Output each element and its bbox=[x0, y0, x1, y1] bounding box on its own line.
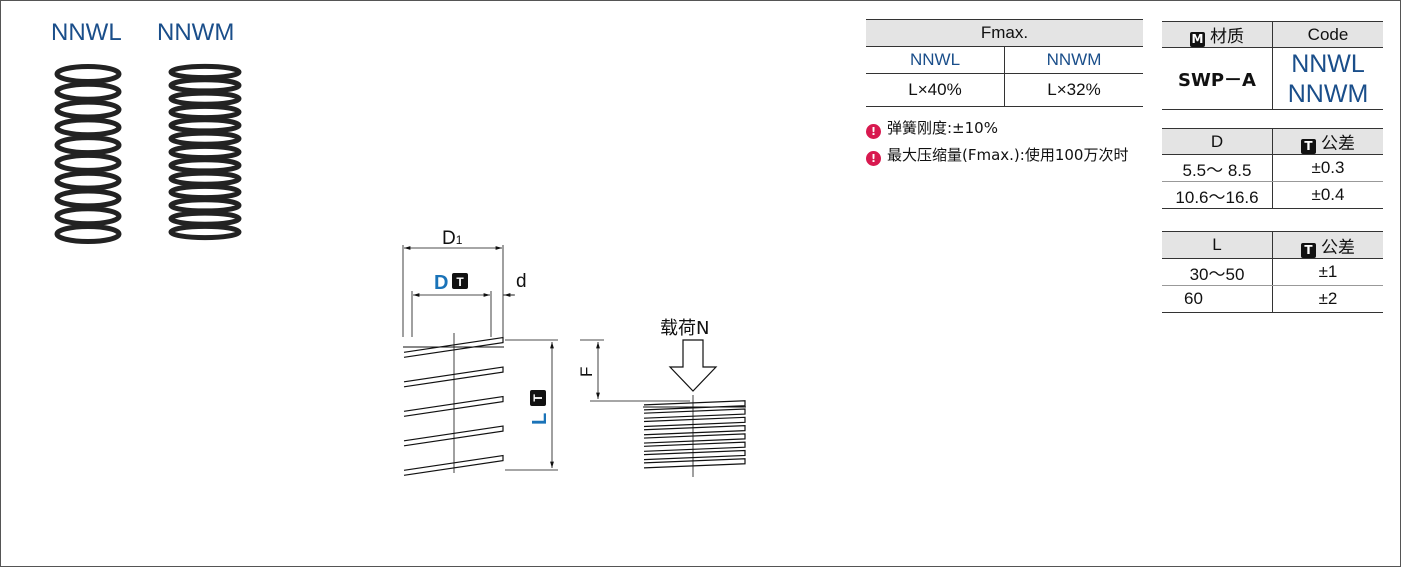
spring-coil bbox=[168, 77, 242, 94]
spring-coil bbox=[54, 206, 122, 227]
tolerance-t-icon bbox=[452, 273, 468, 289]
warning-icon: ! bbox=[866, 151, 881, 166]
tolerance-t-icon: T bbox=[1301, 139, 1316, 154]
compressed-spring-section bbox=[643, 400, 746, 469]
spring-coil bbox=[643, 449, 746, 461]
fmax-col-nnwm: NNWM bbox=[1004, 46, 1143, 74]
spring-coil bbox=[168, 117, 242, 134]
spring-coil bbox=[168, 210, 242, 227]
spring-coil bbox=[643, 416, 746, 428]
spring-coil bbox=[168, 170, 242, 187]
spring-coil bbox=[643, 400, 746, 411]
fmax-value-nnwl: L×40% bbox=[866, 73, 1005, 107]
spring-coil bbox=[643, 408, 746, 419]
spring-coil bbox=[643, 424, 746, 436]
spring-coil bbox=[54, 117, 122, 138]
note-max-compression: !最大压缩量(Fmax.):使用100万次时 bbox=[866, 144, 1128, 166]
wire-diameter-label: d bbox=[516, 271, 527, 292]
spring-coil bbox=[403, 425, 504, 447]
spring-coil bbox=[168, 197, 242, 214]
spring-coil bbox=[643, 433, 746, 444]
free-spring-section bbox=[403, 336, 504, 476]
d-label: D bbox=[434, 272, 448, 294]
spring-coil bbox=[168, 90, 242, 107]
spring-coil bbox=[54, 135, 122, 156]
spring-coil bbox=[168, 130, 242, 147]
deflection-label: F bbox=[577, 367, 596, 377]
fmax-value-nnwm: L×32% bbox=[1047, 80, 1101, 99]
tolerance-t-icon: T bbox=[1301, 242, 1316, 258]
spring-coil bbox=[54, 64, 122, 84]
spring-coil bbox=[643, 441, 746, 452]
spring-coil bbox=[54, 224, 122, 244]
note-spring-rate: !弹簧刚度:±10% bbox=[866, 117, 998, 139]
spring-photos bbox=[54, 63, 242, 244]
l-range-2: 60 bbox=[1162, 285, 1273, 313]
spring-coil bbox=[168, 183, 242, 201]
fmax-table: Fmax. NNWL NNWM L×40% L×32% bbox=[866, 19, 1143, 107]
spring-coil bbox=[54, 188, 122, 209]
d-header: D bbox=[1162, 128, 1273, 155]
d-range-1: 5.5～ 8.5 bbox=[1162, 154, 1273, 182]
l-tol-1: ±1 bbox=[1272, 258, 1383, 286]
warning-icon: ! bbox=[866, 124, 881, 139]
length-tolerance-t-icon bbox=[530, 390, 546, 406]
svg-text:T: T bbox=[531, 394, 545, 402]
l-tol-2: ±2 bbox=[1318, 289, 1338, 308]
spring-image-nnwl bbox=[54, 64, 122, 244]
l-header: L bbox=[1162, 231, 1273, 259]
load-label: 载荷N bbox=[660, 318, 709, 339]
spring-coil bbox=[54, 152, 122, 173]
product-label-nnwl: NNWL bbox=[51, 19, 122, 46]
spring-coil bbox=[54, 81, 122, 102]
spring-coil bbox=[403, 395, 504, 417]
d-range-2: 10.6～16.6 bbox=[1162, 181, 1273, 209]
d-tol-2: ±0.4 bbox=[1311, 185, 1345, 204]
spring-coil bbox=[168, 143, 242, 161]
d-tol-1: ±0.3 bbox=[1272, 154, 1383, 182]
material-m-icon: M bbox=[1190, 32, 1205, 47]
product-label-nnwm: NNWM bbox=[157, 19, 235, 46]
load-arrow-icon bbox=[668, 339, 718, 392]
fmax-title: Fmax. bbox=[866, 19, 1143, 47]
spring-coil bbox=[643, 458, 746, 469]
spring-coil bbox=[168, 103, 242, 121]
length-label: L bbox=[529, 413, 551, 425]
l-range-1: 30～50 bbox=[1162, 258, 1273, 286]
spring-coil bbox=[168, 223, 242, 241]
fmax-col-nnwl: NNWL bbox=[866, 46, 1005, 74]
svg-text:T: T bbox=[456, 275, 464, 289]
d1-label: D1 bbox=[442, 228, 463, 249]
spring-coil bbox=[168, 157, 242, 174]
spring-coil bbox=[403, 454, 504, 476]
spring-coil bbox=[54, 170, 122, 191]
material-value: SWP－A bbox=[1162, 47, 1273, 110]
spring-image-nnwm bbox=[168, 63, 242, 241]
spring-coil bbox=[403, 366, 504, 388]
code-header: Code bbox=[1272, 21, 1383, 48]
spring-coil bbox=[54, 99, 122, 120]
spring-drawing: D1 D T d L T F 载荷N bbox=[402, 228, 746, 477]
spring-coil bbox=[168, 63, 242, 81]
